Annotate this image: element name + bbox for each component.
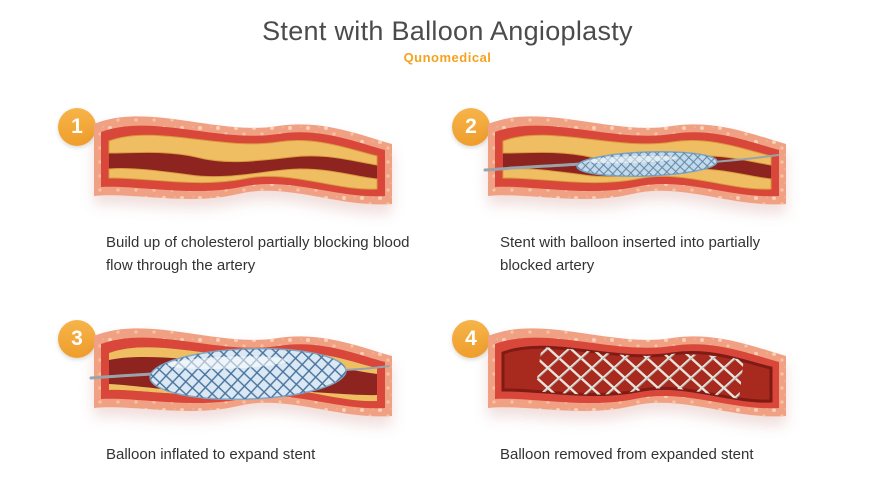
step-3: 3 [58,308,418,467]
stent-highlight [586,155,677,164]
step-4: 4 [452,308,812,467]
step-1-number-badge: 1 [58,108,96,146]
compressed-plaque-bottom [109,384,377,402]
step-4-caption: Balloon removed from expanded stent [500,446,754,463]
inflated-balloon-device [89,348,390,400]
page-title: Stent with Balloon Angioplasty [262,16,633,46]
step-1: 1 Build up of cholesterol partially bloc… [58,96,418,277]
guide-wire-left [483,162,582,172]
cholesterol-plaque-top [108,134,378,166]
step-2: 2 [452,96,812,277]
cholesterol-plaque-bottom [502,167,772,190]
step-4-number-badge: 4 [452,320,490,358]
artery-illustration-blocked [94,116,392,205]
step-2-caption: Stent with balloon inserted into partial… [500,234,761,274]
cholesterol-plaque-top [502,134,772,166]
step-2-number: 2 [465,115,477,138]
guide-wire-right [713,154,779,163]
cholesterol-plaque-bottom [108,167,378,190]
guide-wire-left [89,372,154,380]
step-3-number-badge: 3 [58,320,96,358]
step-1-number: 1 [71,115,83,138]
step-2-number-badge: 2 [452,108,490,146]
stent-balloon-device [483,151,779,177]
step-1-caption: Build up of cholesterol partially blocki… [106,234,410,274]
brand-logo: Qunomedical [403,50,492,65]
artery-illustration-balloon-inflated [89,328,392,417]
step-3-number: 3 [71,327,83,350]
step-4-number: 4 [465,327,477,350]
guide-wire-right [343,365,390,371]
artery-illustration-stent-inserted [483,116,786,205]
step-3-caption: Balloon inflated to expand stent [106,446,316,463]
artery-illustration-stent-expanded [488,328,786,417]
balloon-highlight [167,356,288,370]
